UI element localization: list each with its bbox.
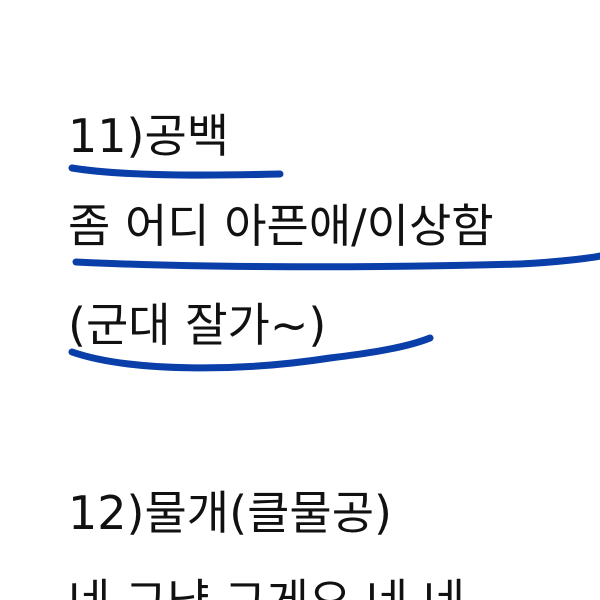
- underline-stroke-2: [72, 252, 600, 271]
- note-line-11-heading: 11)공백: [68, 109, 230, 163]
- underline-stroke-1: [68, 164, 284, 179]
- note-line-description: 좀 어디 아픈애/이상함: [68, 199, 494, 253]
- note-line-cutoff: 네 그냥 그게요 네 네: [68, 578, 465, 600]
- note-line-aside: (군대 잘가~): [68, 298, 327, 352]
- note-line-12-heading: 12)물개(클물공): [68, 486, 392, 540]
